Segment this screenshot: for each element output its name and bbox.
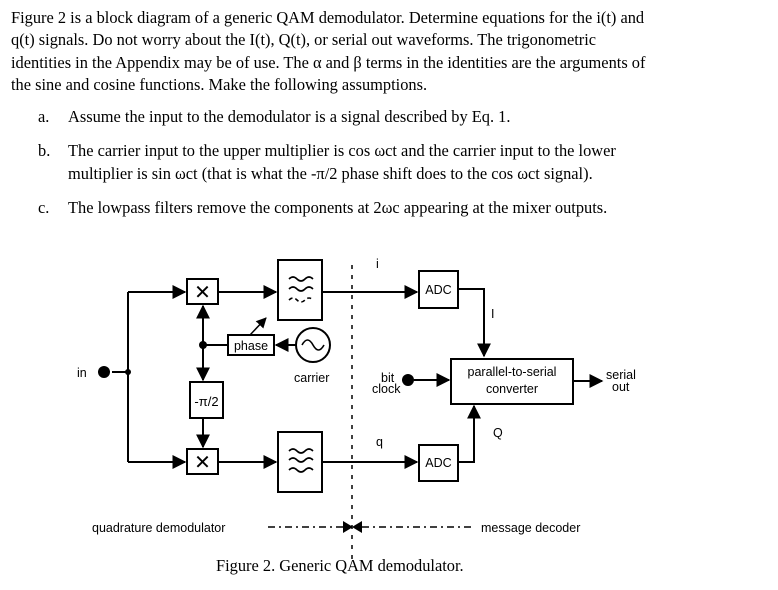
paragraph-line: q(t) signals. Do not worry about the I(t… bbox=[11, 30, 597, 50]
bit-clock-label: bit bbox=[381, 371, 395, 385]
assumption-text: Assume the input to the demodulator is a… bbox=[68, 107, 511, 126]
converter-label: converter bbox=[486, 382, 538, 396]
i-label: i bbox=[376, 257, 379, 271]
Q-label: Q bbox=[493, 426, 503, 440]
wave-icon bbox=[288, 297, 314, 303]
converter-label: parallel-to-serial bbox=[468, 365, 557, 379]
assumption-label: b. bbox=[38, 141, 51, 160]
phase-adjust-arrow bbox=[249, 317, 267, 336]
adc-label: ADC bbox=[425, 456, 451, 470]
carrier-label: carrier bbox=[294, 371, 329, 385]
I-label: I bbox=[491, 307, 494, 321]
multiply-icon: ✕ bbox=[194, 450, 211, 474]
sine-icon bbox=[301, 339, 325, 351]
serial-out-label: serial bbox=[606, 368, 636, 382]
adc-label: ADC bbox=[425, 283, 451, 297]
wave-icon bbox=[288, 276, 314, 282]
phase-shifter-block bbox=[189, 381, 224, 419]
serial-out-label: out bbox=[612, 380, 630, 394]
paragraph-line: the sine and cosine functions. Make the … bbox=[11, 75, 428, 95]
paragraph-line: identities in the Appendix may be of use… bbox=[11, 52, 646, 72]
wave-icon bbox=[288, 448, 314, 454]
assumption-label: a. bbox=[38, 107, 50, 126]
assumption-text: multiplier is sin ωct (that is what the … bbox=[68, 164, 593, 183]
junction-dot bbox=[199, 341, 207, 349]
Q-wire bbox=[458, 404, 481, 463]
assumption-text: The lowpass filters remove the component… bbox=[68, 198, 608, 217]
upper-lowpass-filter bbox=[277, 259, 323, 321]
left-arrowhead bbox=[352, 521, 362, 533]
input-label: in bbox=[77, 366, 87, 380]
figure-caption: Figure 2. Generic QAM demodulator. bbox=[216, 556, 464, 575]
wave-icon bbox=[288, 457, 314, 463]
right-arrowhead bbox=[343, 521, 353, 533]
bit-clock-terminal bbox=[402, 374, 414, 386]
message-decoder-label: message decoder bbox=[481, 521, 580, 535]
bit-clock-label: clock bbox=[372, 382, 401, 396]
phase-label: phase bbox=[234, 339, 268, 353]
assumption-text: The carrier input to the upper multiplie… bbox=[68, 141, 616, 160]
q-label: q bbox=[376, 435, 383, 449]
quadrature-demodulator-label: quadrature demodulator bbox=[92, 521, 225, 535]
assumption-label: c. bbox=[38, 198, 50, 217]
input-terminal bbox=[98, 366, 110, 378]
junction-dot bbox=[125, 369, 131, 375]
wave-icon bbox=[288, 286, 314, 292]
I-wire bbox=[458, 288, 491, 358]
wave-icon bbox=[288, 467, 314, 473]
problem-paragraph: Figure 2 is a block diagram of a generic… bbox=[11, 7, 771, 97]
multiply-icon: ✕ bbox=[194, 280, 211, 304]
phase-shift-label: -π/2 bbox=[194, 394, 218, 409]
paragraph-line: Figure 2 is a block diagram of a generic… bbox=[11, 8, 645, 27]
